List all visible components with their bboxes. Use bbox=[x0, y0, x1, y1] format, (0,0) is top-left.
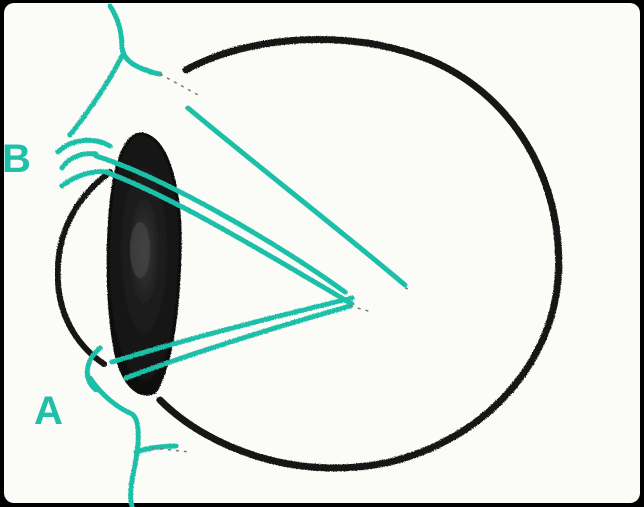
eyeball-outline-icon bbox=[160, 39, 559, 468]
cornea-outline bbox=[58, 172, 110, 364]
label-b: B bbox=[2, 137, 31, 181]
label-a: A bbox=[34, 389, 63, 433]
